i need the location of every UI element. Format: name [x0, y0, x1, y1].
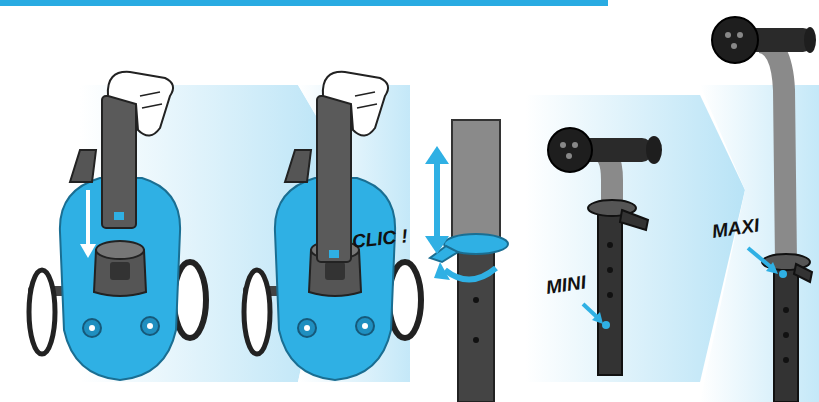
action-label: CLIC ! — [351, 226, 409, 251]
position-label: MAXI — [711, 215, 761, 240]
position-label: MINI — [545, 273, 587, 297]
